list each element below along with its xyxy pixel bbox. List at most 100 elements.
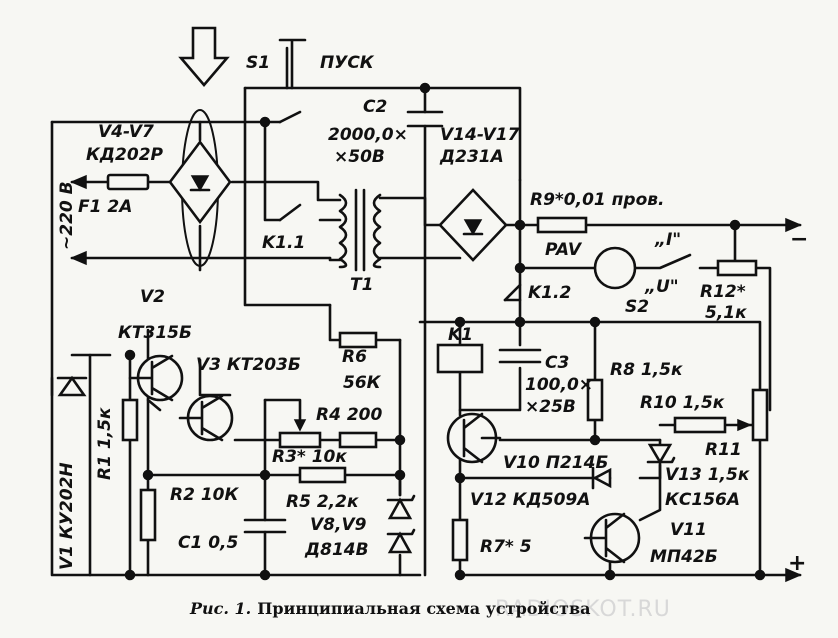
label-r7: R7* 5 [480,537,532,557]
zener-v8-v9 [386,494,416,554]
label-c2: C2 [363,97,387,117]
junction-dot [729,219,741,231]
label-v8-v9: V8,V9 [310,515,367,535]
label-v11: V11 [670,520,707,540]
resistor-r5 [298,466,347,484]
junction-dot [454,316,466,328]
junction-dot [754,569,766,581]
junction-dot [394,434,406,446]
label-r11: R11 [705,440,742,460]
label-v2: V2 [140,287,165,307]
capacitor-c2 [406,110,444,128]
label-v14-v17: V14-V17 [440,125,520,145]
label-f1: F1 2А [78,197,132,217]
junction-dot [454,569,466,581]
junction-dot [259,569,271,581]
junction-dot [454,472,466,484]
junction-dot [514,219,526,231]
label-v14-type: Д231А [439,147,504,167]
junctions [124,82,766,581]
resistor-r12 [716,259,758,277]
arrow-right-icon [785,217,802,233]
label-s1: S1 [246,53,270,73]
junction-dot [259,116,271,128]
label-v13: V13 1,5к [665,465,750,485]
transformer-t1 [338,188,382,272]
label-c3-voltage: ×25В [525,397,576,417]
label-s2: S2 [625,297,649,317]
label-c3-value: 100,0× [525,375,593,395]
capacitor-c3 [498,348,542,364]
junction-dot [142,469,154,481]
label-v11-type: МП42Б [650,547,718,567]
watermark: RADIOSKOT.RU [495,597,671,622]
junction-dot [604,569,616,581]
terminal-plus: + [788,551,806,576]
label-r12: R12* [700,282,746,302]
label-r8: R8 1,5к [610,360,683,380]
resistor-r6 [338,331,378,349]
contact-k1-2 [503,283,522,302]
arrow-left-icon [70,250,87,266]
label-v4-v7: V4-V7 [98,122,154,142]
resistor-r1 [121,398,139,442]
transistor-v2 [128,354,184,402]
capacitor-c1 [243,518,287,534]
label-r12-value: 5,1к [705,303,747,323]
resistor-r9 [536,216,588,234]
caption-prefix: Рис. 1. [189,599,251,618]
switch-s1 [278,38,307,124]
resistor-r7 [451,518,469,562]
label-v3: V3 КТ203Б [196,355,301,375]
label-r10: R10 1,5к [640,393,725,413]
arrow-right-icon [785,567,802,583]
label-pusk: ПУСК [320,53,375,73]
label-r9: R9*0,01 пров. [530,190,664,210]
junction-dot [419,82,431,94]
fuse-f1 [106,173,150,191]
label-r6-value: 56К [343,373,382,393]
label-v4-type: КД202Р [86,145,164,165]
label-r3: R3* 10к [272,447,347,467]
junction-dot [514,262,526,274]
label-v8-type: Д814В [304,540,369,560]
junction-dot [394,469,406,481]
label-k1-1: K1.1 [262,233,305,253]
junction-dot [514,316,526,328]
bridge-v4-v7 [168,139,232,225]
resistor-r10 [673,416,727,434]
label-mains: ~220 В [57,181,77,250]
label-v1: V1 КУ202Н [57,462,77,570]
label-v10: V10 П214Б [503,453,608,473]
junction-dot [589,316,601,328]
resistor-r2 [139,488,157,542]
relay-k1 [436,343,484,374]
label-c2-value: 2000,0× [328,125,408,145]
bridge-v14-v17 [438,188,508,262]
caption-text: Принципиальная схема устройства [257,599,590,618]
resistor-r8 [586,378,604,422]
potentiometer-r3 [278,419,322,449]
label-r5: R5 2,2к [286,492,359,512]
transistor-v3 [178,394,234,442]
arrow-left-icon [70,174,87,190]
resistor-r4 [338,431,378,449]
label-k1-2: K1.2 [528,283,571,303]
thyristor-v1 [50,375,88,397]
label-r4: R4 200 [316,405,382,425]
label-mode-u: „U" [644,277,679,297]
label-r2: R2 10К [170,485,239,505]
label-v2-type: КТ315Б [118,323,192,343]
label-mode-i: „I" [654,230,681,250]
label-t1: T1 [350,275,373,295]
zener-v13 [646,443,676,465]
diode-v12 [591,466,612,490]
junction-dot [589,434,601,446]
transistor-v10 [446,412,502,464]
label-c2-voltage: ×50В [334,147,385,167]
down-arrow-icon [178,26,230,88]
junction-dot [124,569,136,581]
terminal-minus: − [790,227,808,252]
label-r6: R6 [342,347,367,367]
